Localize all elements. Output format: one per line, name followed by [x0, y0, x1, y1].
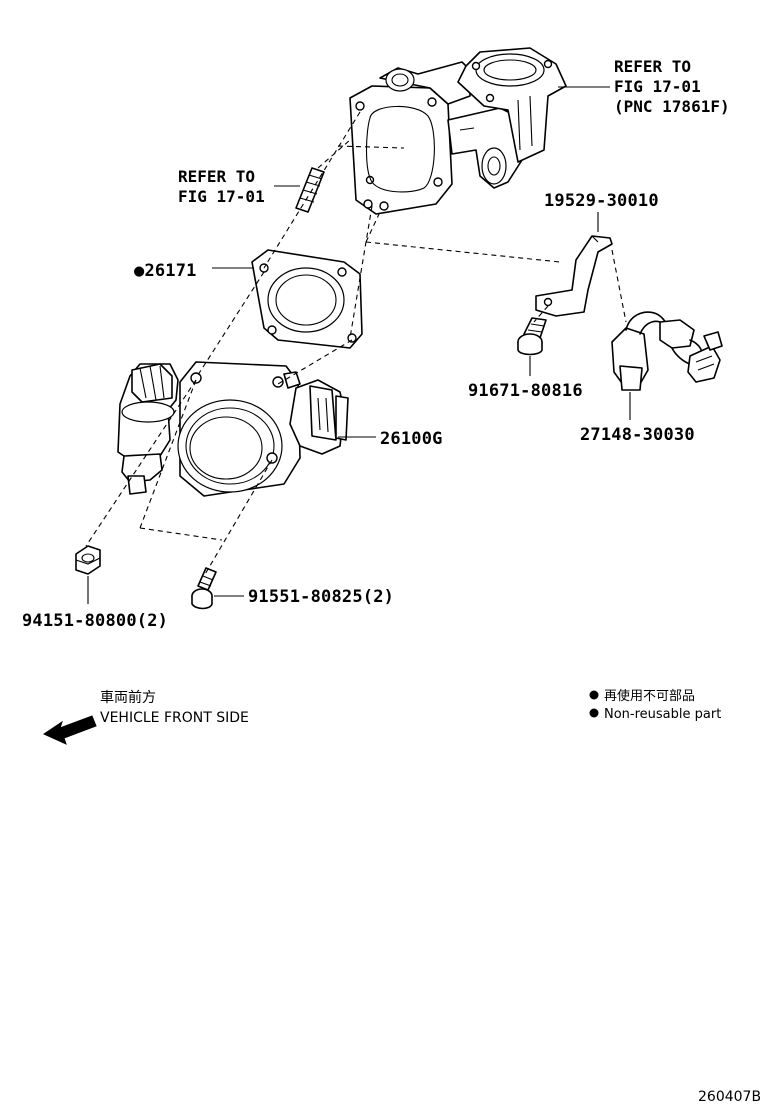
refer-top-line3: (PNC 17861F) [614, 97, 730, 116]
throttle-body-drawing [117, 361, 349, 497]
legend-en: Non-reusable part [604, 707, 721, 722]
assembly-lines [85, 111, 627, 577]
wire-connector-part-number[interactable]: 27148-30030 [580, 425, 695, 445]
wire-connector-drawing [611, 311, 723, 391]
refer-left-line1: REFER TO [178, 167, 255, 186]
leader-lines [87, 86, 631, 604]
legend: 再使用不可部品 Non-reusable part [589, 688, 721, 722]
refer-top-line1: REFER TO [614, 57, 691, 76]
nut-drawing [75, 545, 101, 575]
arrow-left-icon [42, 715, 97, 745]
nut-part-number[interactable]: 94151-80800(2) [22, 611, 168, 631]
bracket-part-number[interactable]: 19529-30010 [544, 191, 659, 211]
filled-circle-icon [589, 690, 599, 700]
bracket-drawing [535, 235, 613, 317]
bolt-bracket-part-number[interactable]: 91671-80816 [468, 381, 583, 401]
filled-circle-icon [589, 708, 599, 718]
figure-code: 260407B [698, 1089, 760, 1105]
bolt-drawing [191, 567, 217, 610]
gasket-part-number[interactable]: ●26171 [134, 261, 197, 281]
refer-top-line2: FIG 17-01 [614, 77, 701, 96]
bolt-part-number[interactable]: 91551-80825(2) [248, 587, 394, 607]
gasket-number[interactable]: 26171 [144, 261, 196, 281]
direction-en: VEHICLE FRONT SIDE [100, 710, 249, 726]
direction-jp: 車両前方 [100, 689, 156, 706]
non-reusable-marker: ● [134, 261, 145, 281]
vehicle-front-indicator: 車両前方 VEHICLE FRONT SIDE [42, 689, 249, 745]
legend-jp: 再使用不可部品 [604, 688, 695, 704]
bolt-bracket-drawing [517, 317, 547, 356]
gasket-drawing [251, 249, 363, 349]
refer-left-line2: FIG 17-01 [178, 187, 265, 206]
intake-housing-drawing [349, 47, 567, 215]
throttle-body-part-number[interactable]: 26100G [380, 429, 443, 449]
stud-drawing [295, 139, 351, 213]
